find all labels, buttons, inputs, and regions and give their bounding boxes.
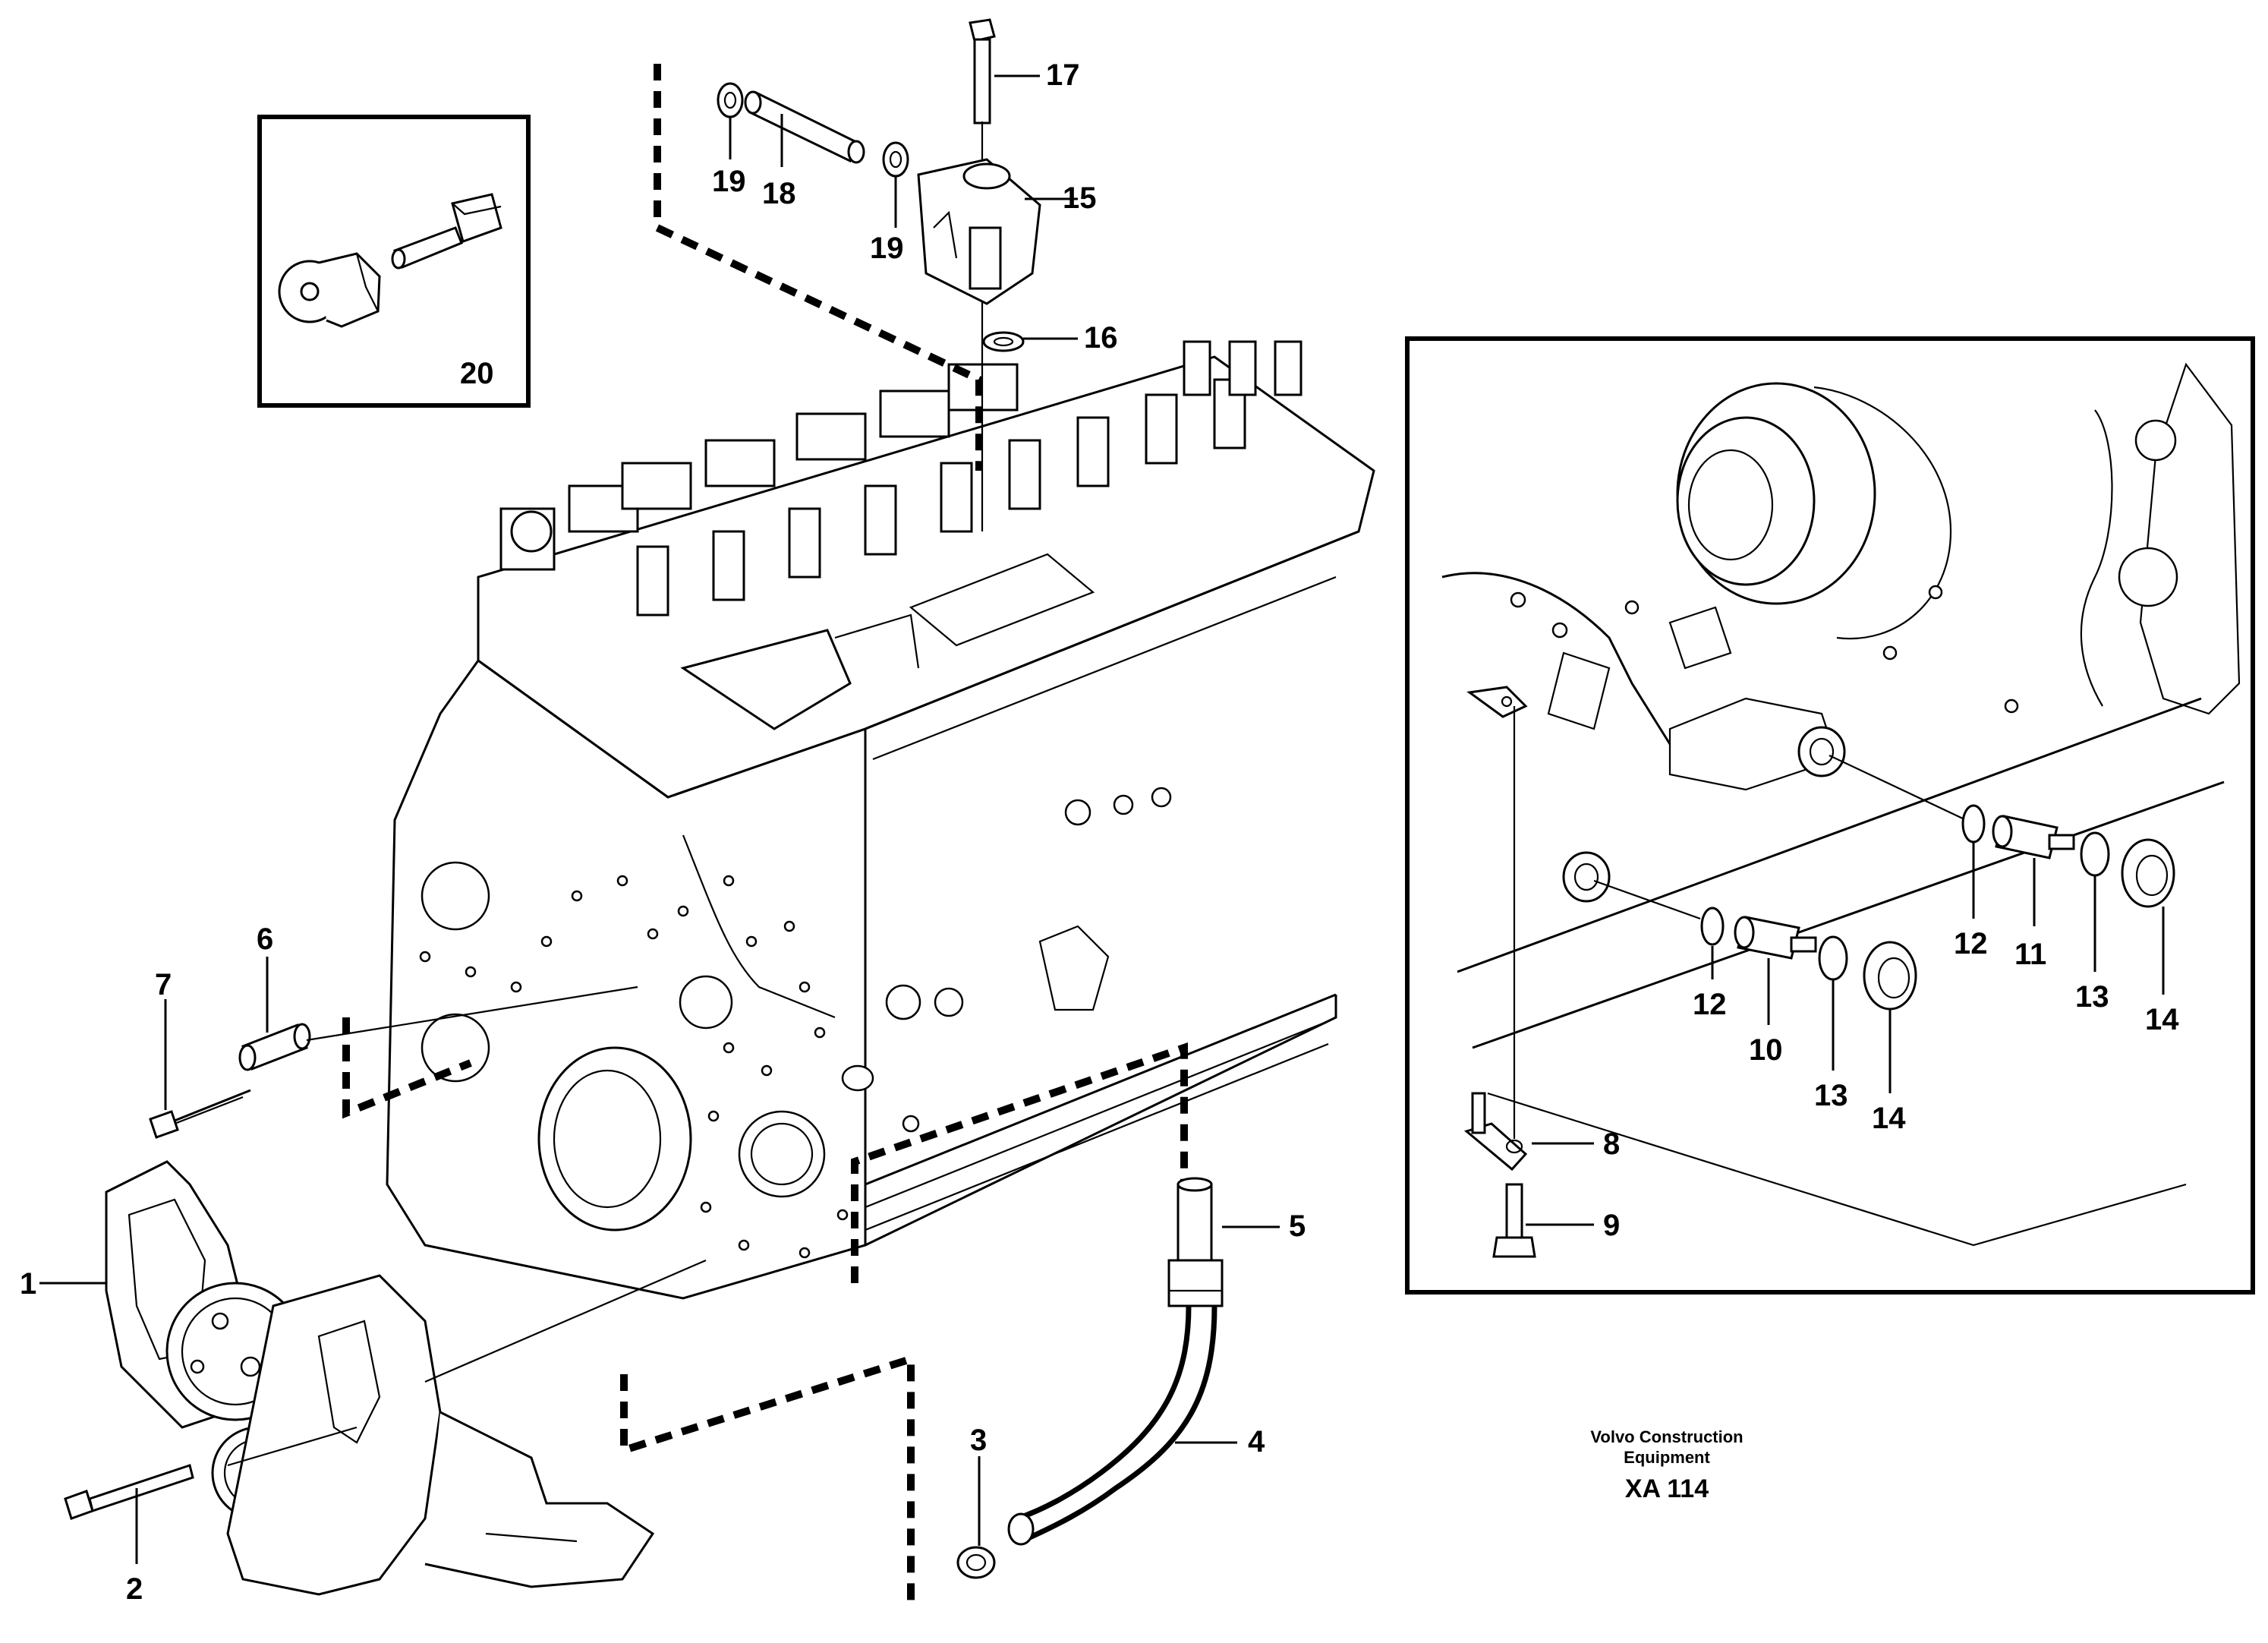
callout-13-lower: 13 (1814, 1079, 1848, 1112)
callout-18: 18 (762, 177, 796, 210)
callout-2: 2 (126, 1572, 143, 1606)
oil-jet-parts-6-7: 6 7 (149, 922, 638, 1139)
callout-13-upper: 13 (2075, 980, 2109, 1014)
footer-branding: Volvo Construction Equipment XA 114 (1590, 1427, 1743, 1503)
callout-12-upper: 12 (1954, 927, 1988, 960)
callout-1: 1 (20, 1267, 36, 1301)
callout-8: 8 (1603, 1127, 1620, 1161)
callout-10: 10 (1749, 1033, 1783, 1067)
rocker-shaft-parts: 15 16 17 18 19 19 (654, 18, 1118, 531)
callout-3: 3 (970, 1424, 987, 1457)
callout-19-left: 19 (712, 165, 746, 198)
callout-7: 7 (155, 968, 172, 1001)
oil-pipe-parts: 3 4 5 (851, 1042, 1306, 1579)
brand-line-1: Volvo Construction (1590, 1427, 1743, 1446)
callout-15: 15 (1063, 181, 1097, 215)
callout-14-upper: 14 (2145, 1003, 2179, 1036)
callout-16: 16 (1084, 321, 1118, 355)
callout-14-lower: 14 (1872, 1102, 1906, 1135)
oil-pump-assembly: 1 2 (20, 1160, 915, 1606)
callout-11: 11 (2014, 938, 2046, 971)
callout-6: 6 (257, 922, 273, 956)
detail-inset-20: 20 (257, 115, 531, 408)
callout-20: 20 (460, 357, 494, 390)
brand-line-2: Equipment (1624, 1448, 1710, 1467)
callout-9: 9 (1603, 1209, 1620, 1242)
callout-19-right: 19 (870, 232, 904, 265)
callout-17: 17 (1046, 58, 1080, 92)
callout-4: 4 (1248, 1425, 1265, 1459)
callout-5: 5 (1289, 1209, 1306, 1243)
engine-block (386, 340, 1375, 1300)
detail-inset-oil-passages: 8 9 10 11 12 12 13 13 14 14 (1405, 336, 2255, 1295)
callout-12-lower: 12 (1693, 988, 1727, 1021)
drawing-code: XA 114 (1625, 1474, 1709, 1503)
